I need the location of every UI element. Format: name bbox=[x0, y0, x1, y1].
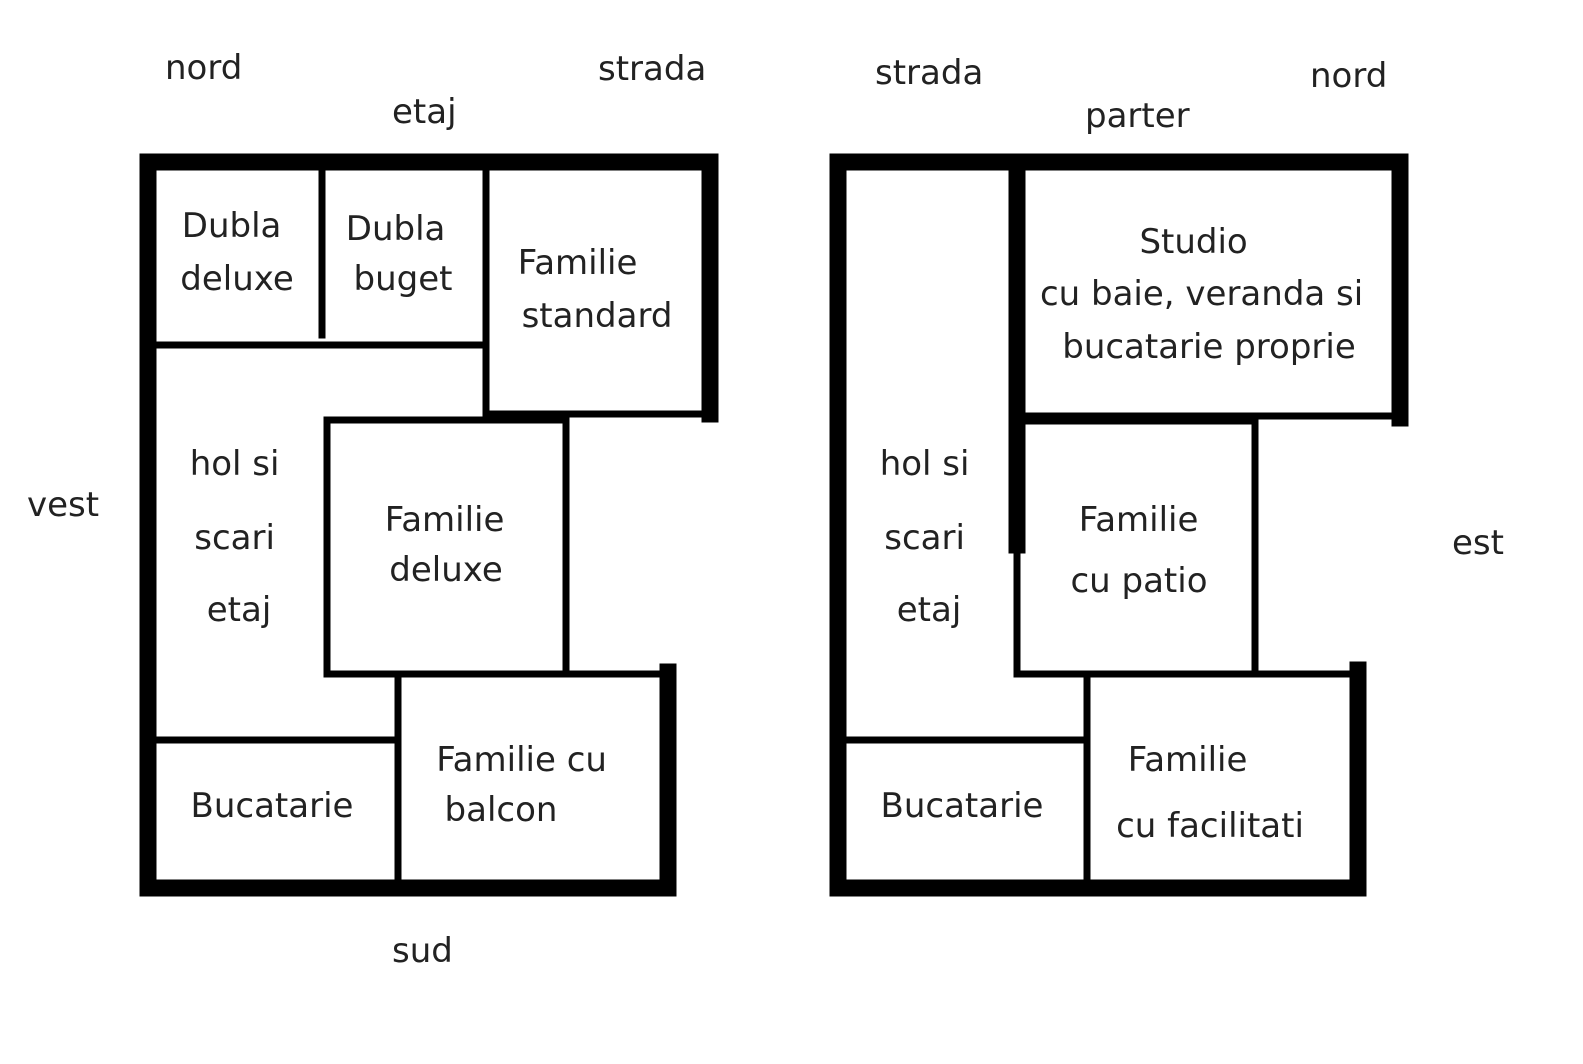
label-west: vest bbox=[27, 485, 99, 525]
room-bucatarie-ground: Bucatarie bbox=[881, 786, 1044, 826]
floor-title-ground: parter bbox=[1085, 96, 1190, 136]
floor-plan-ground: Studio cu baie, veranda si bucatarie pro… bbox=[829, 153, 1409, 897]
outer-wall-ground bbox=[829, 153, 1409, 897]
room-dubla-buget: Dubla buget bbox=[346, 209, 456, 299]
label-street-left: strada bbox=[598, 49, 706, 89]
room-hol-etaj-upper: hol si scari etaj bbox=[190, 444, 291, 630]
room-familie-facilitati: Familie cu facilitati bbox=[1116, 740, 1304, 846]
room-familie-patio: Familie cu patio bbox=[1070, 500, 1209, 601]
label-street-right: strada bbox=[875, 53, 983, 93]
label-south: sud bbox=[392, 931, 453, 971]
room-familie-standard: Familie standard bbox=[518, 243, 673, 336]
room-hol-etaj-ground: hol si scari etaj bbox=[880, 444, 981, 630]
outer-wall-upper bbox=[139, 153, 719, 897]
label-east: est bbox=[1452, 523, 1504, 563]
floor-plan-upper: Dubla deluxe Dubla buget Familie standar… bbox=[139, 153, 719, 897]
label-north-right: nord bbox=[1310, 56, 1387, 96]
room-bucatarie-upper: Bucatarie bbox=[191, 786, 354, 826]
room-familie-balcon: Familie cu balcon bbox=[436, 740, 618, 830]
room-familie-deluxe: Familie deluxe bbox=[385, 500, 515, 590]
label-north-left: nord bbox=[165, 48, 242, 88]
room-dubla-deluxe: Dubla deluxe bbox=[180, 206, 294, 299]
room-studio: Studio cu baie, veranda si bucatarie pro… bbox=[1040, 222, 1374, 367]
floor-title-upper: etaj bbox=[392, 92, 457, 132]
